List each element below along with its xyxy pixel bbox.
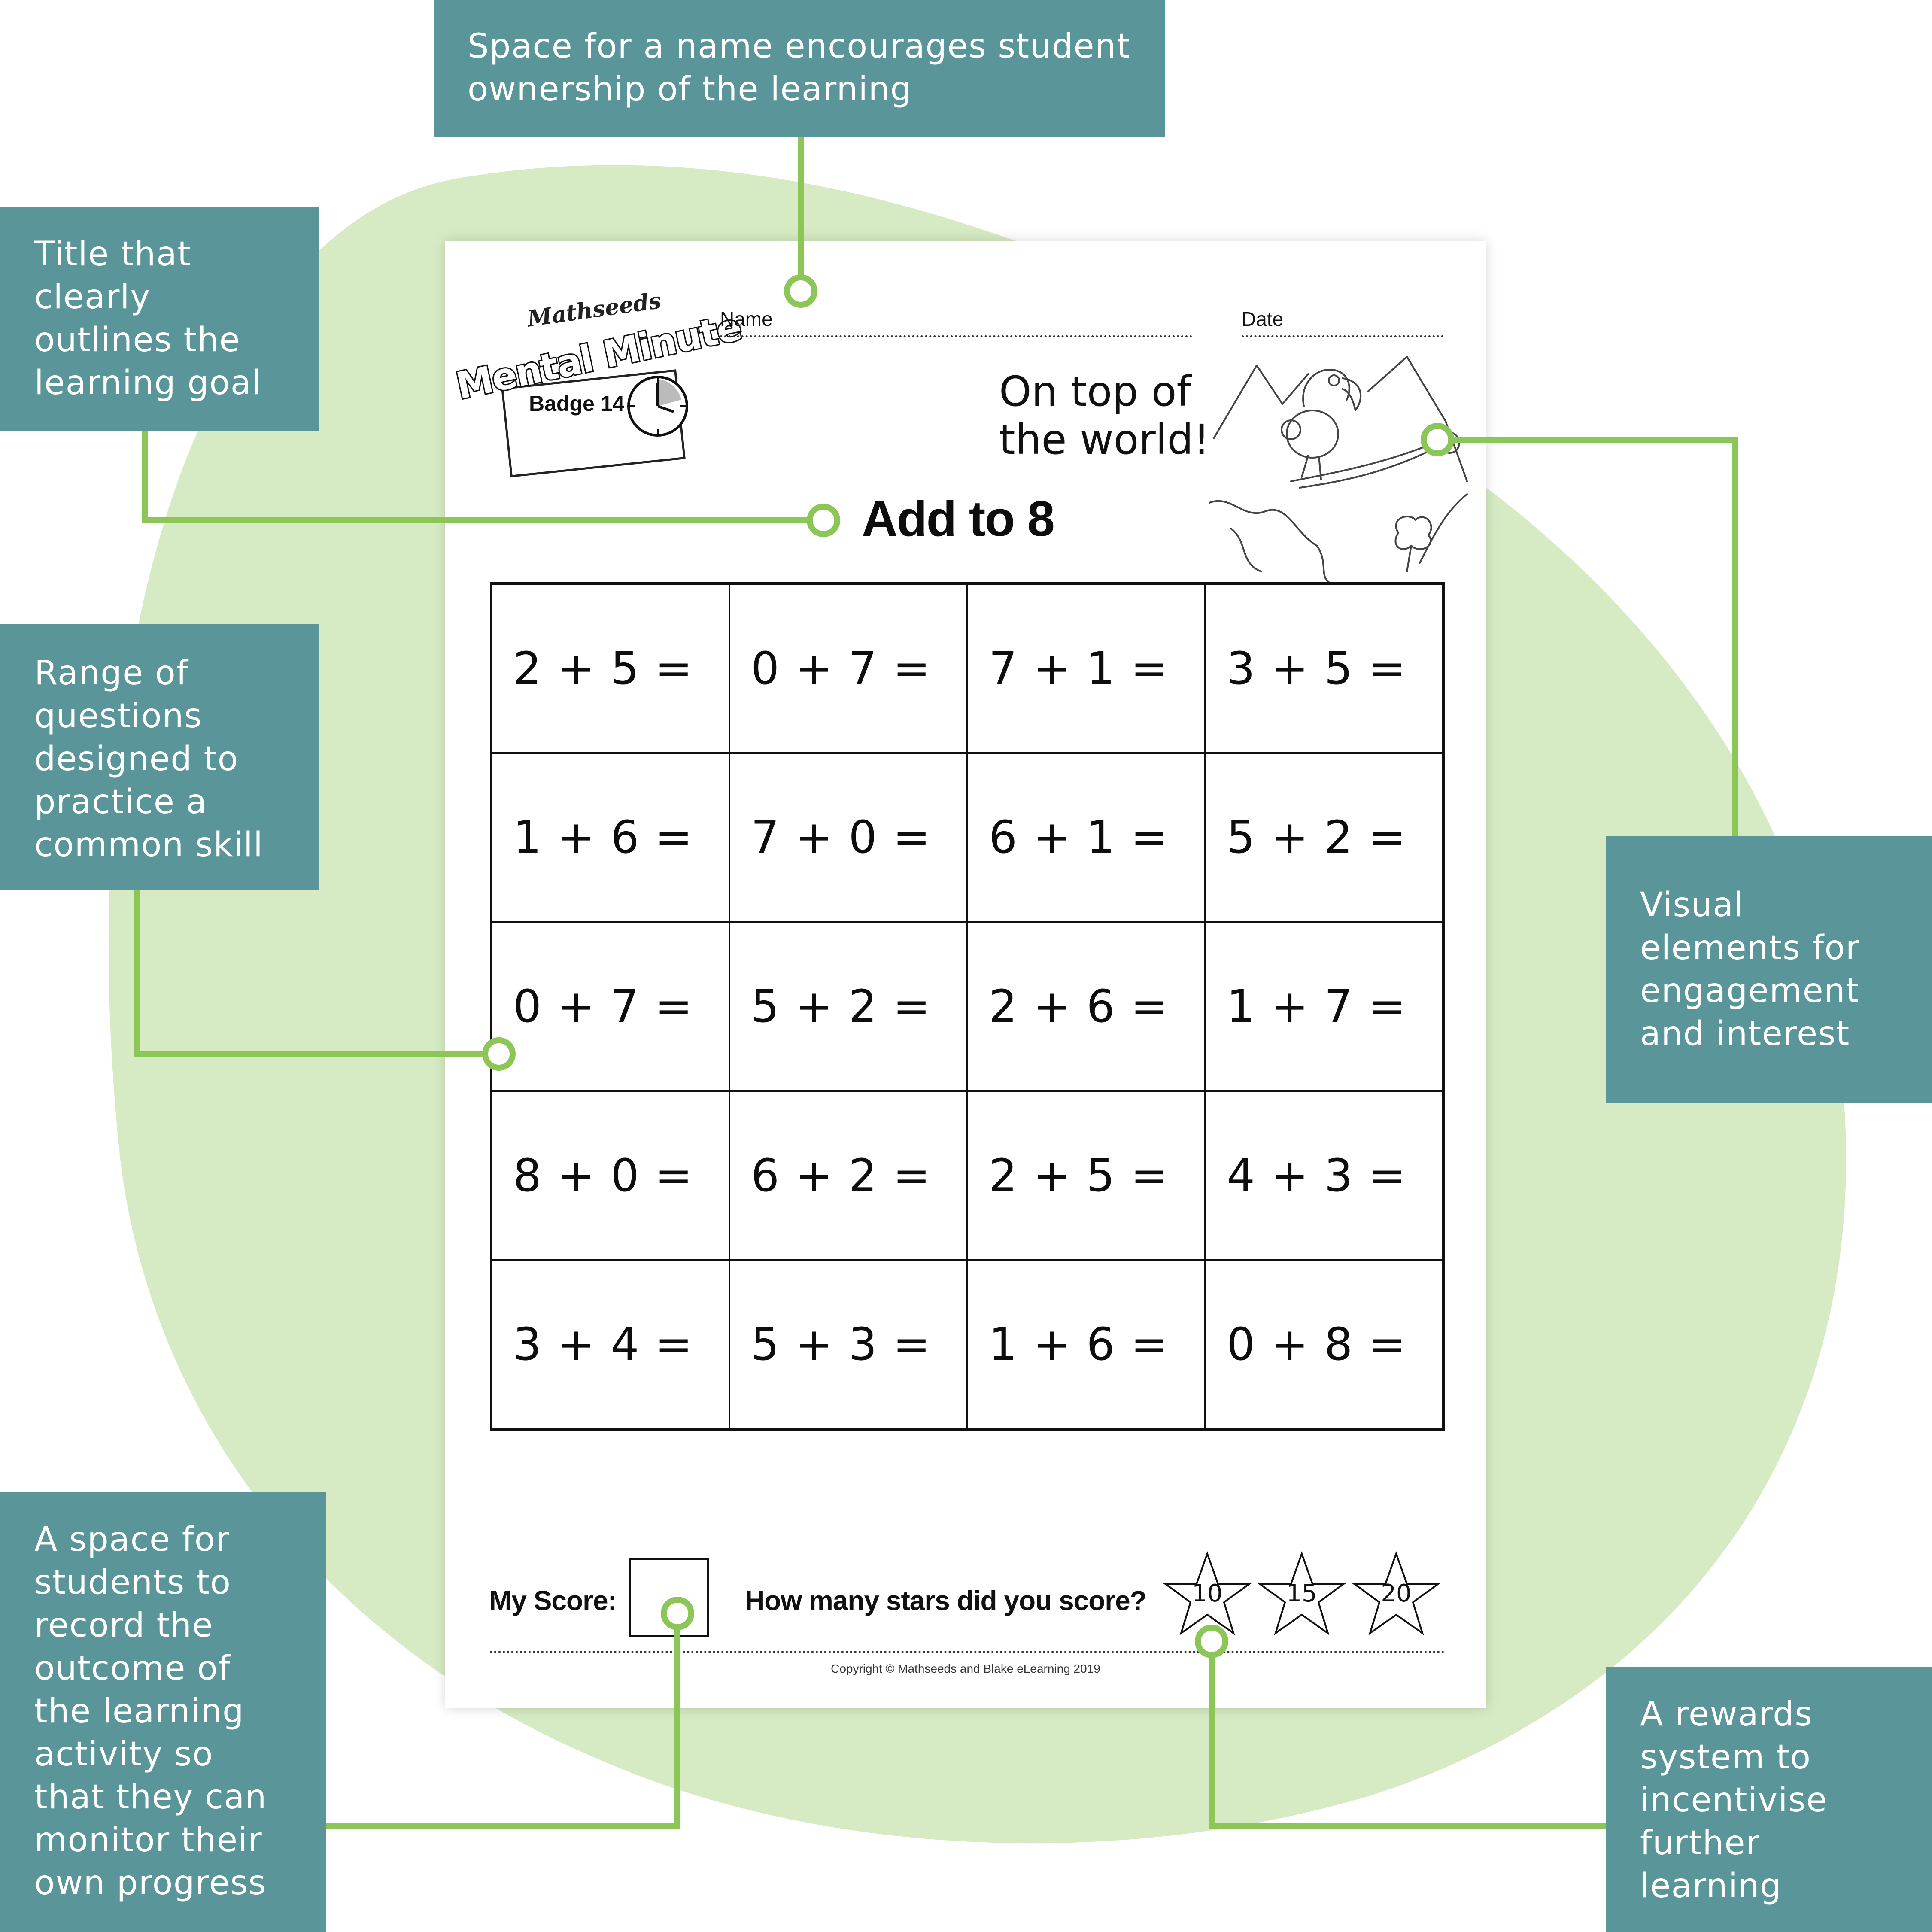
problem-cell[interactable]: 0 + 7 = [729, 584, 967, 753]
problem-cell[interactable]: 7 + 0 = [729, 753, 967, 922]
star-badge-10[interactable]: 10 [1162, 1549, 1252, 1640]
star-badge-15[interactable]: 15 [1257, 1549, 1347, 1640]
footer-divider [490, 1651, 1445, 1653]
problem-cell[interactable]: 2 + 6 = [967, 922, 1205, 1091]
worksheet-title: Add to 8 [862, 491, 1055, 547]
star-icon [1257, 1551, 1347, 1635]
callout-rewards: A rewards system to incentivise further … [1606, 1667, 1932, 1932]
dodo-bird-mountain-illustration [1209, 356, 1468, 585]
score-label: My Score: [489, 1585, 617, 1616]
logo-badge-text: Badge 14 [529, 392, 625, 416]
problem-cell[interactable]: 1 + 7 = [1205, 922, 1443, 1091]
problem-cell[interactable]: 1 + 6 = [967, 1260, 1205, 1429]
copyright-text: Copyright © Mathseeds and Blake eLearnin… [831, 1662, 1100, 1675]
problem-cell[interactable]: 0 + 8 = [1205, 1260, 1443, 1429]
problem-cell[interactable]: 0 + 7 = [492, 922, 729, 1091]
date-line[interactable] [1242, 335, 1443, 337]
problem-cell[interactable]: 5 + 3 = [729, 1260, 967, 1429]
callout-score-record: A space for students to record the outco… [0, 1492, 326, 1932]
problem-cell[interactable]: 3 + 4 = [492, 1260, 729, 1429]
star-badge-20[interactable]: 20 [1351, 1549, 1441, 1640]
callout-title: Title that clearly outlines the learning… [0, 207, 319, 431]
worksheet-tagline: On top of the world! [999, 368, 1210, 464]
date-label: Date [1242, 308, 1284, 330]
callout-name-space: Space for a name encourages student owne… [434, 0, 1165, 137]
callout-visual-elements: Visual elements for engagement and inter… [1606, 836, 1932, 1103]
problem-cell[interactable]: 7 + 1 = [967, 584, 1205, 753]
problem-cell[interactable]: 8 + 0 = [492, 1091, 729, 1260]
problem-cell[interactable]: 3 + 5 = [1205, 584, 1443, 753]
mental-minute-logo: Mathseeds Mental Minute Badge 14 [451, 262, 746, 477]
callout-question-range: Range of questions designed to practice … [0, 624, 319, 890]
star-number: 20 [1381, 1580, 1412, 1607]
score-box[interactable] [629, 1558, 709, 1637]
clock-icon [627, 376, 688, 437]
problem-cell[interactable]: 6 + 1 = [967, 753, 1205, 922]
star-number: 10 [1192, 1580, 1223, 1607]
star-icon [1351, 1551, 1441, 1635]
problem-cell[interactable]: 2 + 5 = [967, 1091, 1205, 1260]
problem-cell[interactable]: 1 + 6 = [492, 753, 729, 922]
star-number: 15 [1286, 1580, 1317, 1607]
worksheet-page: Mathseeds Mental Minute Badge 14 Name Da… [445, 241, 1486, 1708]
stars-question: How many stars did you score? [745, 1585, 1147, 1616]
star-icon [1162, 1551, 1252, 1635]
name-label: Name [720, 308, 773, 330]
name-line[interactable] [720, 335, 1192, 337]
problem-cell[interactable]: 6 + 2 = [729, 1091, 967, 1260]
problem-grid: 2 + 5 = 0 + 7 = 7 + 1 = 3 + 5 = 1 + 6 = … [490, 582, 1445, 1431]
problem-cell[interactable]: 5 + 2 = [729, 922, 967, 1091]
problem-cell[interactable]: 5 + 2 = [1205, 753, 1443, 922]
problem-cell[interactable]: 2 + 5 = [492, 584, 729, 753]
problem-cell[interactable]: 4 + 3 = [1205, 1091, 1443, 1260]
